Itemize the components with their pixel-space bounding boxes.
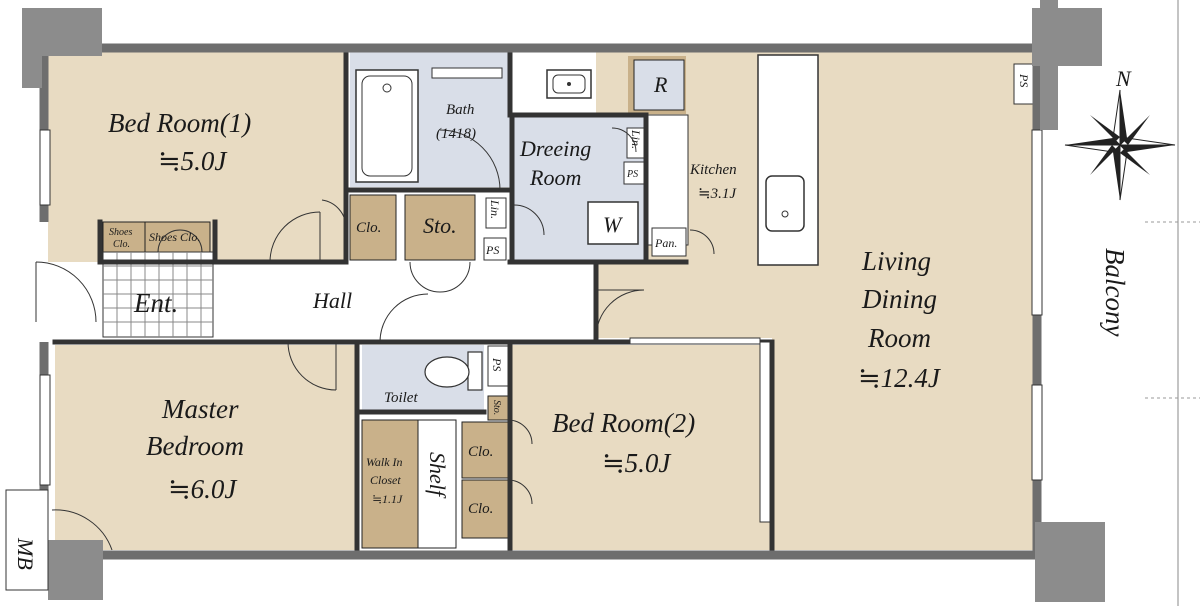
bed-room-2-size: ≒5.0J (602, 448, 672, 478)
clo-bed2-top-label: Clo. (468, 444, 493, 460)
bath-spec: (1418) (436, 126, 476, 142)
pillar-bottom-left (48, 540, 103, 600)
shelf-area (417, 419, 457, 549)
door-swings (35, 127, 715, 551)
sto-bed1 (404, 194, 476, 261)
ps-bath-box (483, 237, 507, 261)
balcony-name: Balcony (1100, 248, 1130, 336)
washer-label: W (603, 212, 623, 237)
hall-floor (215, 262, 590, 342)
mb-label: MB (13, 537, 38, 570)
bed-room-2-name: Bed Room(2) (552, 408, 695, 438)
bath-shelf (431, 67, 503, 79)
windows (39, 129, 1043, 523)
sto-bed1-label: Sto. (423, 213, 457, 238)
pan-box (651, 227, 687, 257)
kitchen-sink-icon (765, 175, 805, 232)
clo-bed2-top (461, 421, 509, 479)
washer-box (587, 201, 639, 245)
master-bedroom-line1: Master (161, 394, 239, 424)
fridge-box (633, 59, 685, 111)
bed-room-1-size: ≒5.0J (158, 146, 228, 176)
fridge-label: R (653, 72, 668, 97)
clo-bed2-bottom-label: Clo. (468, 501, 493, 517)
wash-basin-icon (546, 69, 592, 99)
walk-in-closet (361, 419, 419, 549)
clo-bed1 (349, 194, 397, 261)
shoes-clo-right-label: Shoes Clo. (149, 230, 200, 244)
clo-bed2-bottom (461, 479, 509, 539)
pillar-top-left-ext (22, 8, 42, 88)
kitchen-back-counter (647, 114, 689, 246)
pillar-top-right-ext (1040, 0, 1058, 130)
ps-ldk-label: PS (1017, 73, 1031, 87)
entrance-name: Ent. (133, 288, 178, 318)
ps-bath-label: PS (485, 243, 499, 257)
kitchen-size: ≒3.1J (698, 186, 737, 202)
ldk-line2: Dining (861, 284, 937, 314)
pan-label: Pan. (654, 236, 677, 250)
ldk-floor (596, 52, 1035, 550)
entrance-wall-stub (20, 222, 44, 342)
ps-dressing-label: PS (626, 169, 638, 180)
shoes-clo-left-line2: Clo. (113, 239, 130, 250)
ps-toilet-label: PS (490, 357, 504, 371)
mb-box (5, 489, 49, 591)
compass-north-label: N (1115, 66, 1132, 91)
sto-small-label: Sto. (491, 400, 502, 415)
clo-bed1-label: Clo. (356, 220, 381, 236)
ldk-line1: Living (861, 246, 931, 276)
shoes-clo-right (144, 221, 211, 253)
walkin-line1: Walk In (366, 455, 403, 469)
master-bedroom-floor (55, 345, 357, 550)
ldk-size: ≒12.4J (858, 363, 942, 393)
compass-icon (1064, 89, 1176, 201)
bed-room-2-floor (510, 345, 772, 550)
shoes-clo-left-line1: Shoes (109, 227, 132, 238)
master-bedroom-line2: Bedroom (146, 431, 244, 461)
bed-room-1-name: Bed Room(1) (108, 108, 251, 138)
hall-name: Hall (312, 288, 352, 313)
lin-dressing-label: Lin. (629, 129, 643, 149)
kitchen-counter (757, 54, 819, 266)
walkin-size: ≒1.1J (372, 492, 403, 506)
ldk-line3: Room (867, 323, 931, 353)
kitchen-name: Kitchen (689, 162, 737, 178)
walkin-line2: Closet (370, 473, 401, 487)
bathtub-icon (355, 69, 419, 183)
dressing-line1: Dreeing (519, 136, 591, 161)
entrance-tiles (102, 251, 214, 338)
bath-name: Bath (446, 102, 474, 118)
toilet-icon (424, 351, 483, 391)
dressing-line2: Room (529, 165, 581, 190)
lin-bath-label: Lin. (488, 199, 502, 219)
shelf-name: Shelf (425, 452, 450, 499)
pillar-bottom-right (1035, 522, 1105, 602)
toilet-name: Toilet (384, 390, 418, 406)
lin-bath-box (485, 197, 507, 229)
master-bedroom-size: ≒6.0J (168, 474, 238, 504)
